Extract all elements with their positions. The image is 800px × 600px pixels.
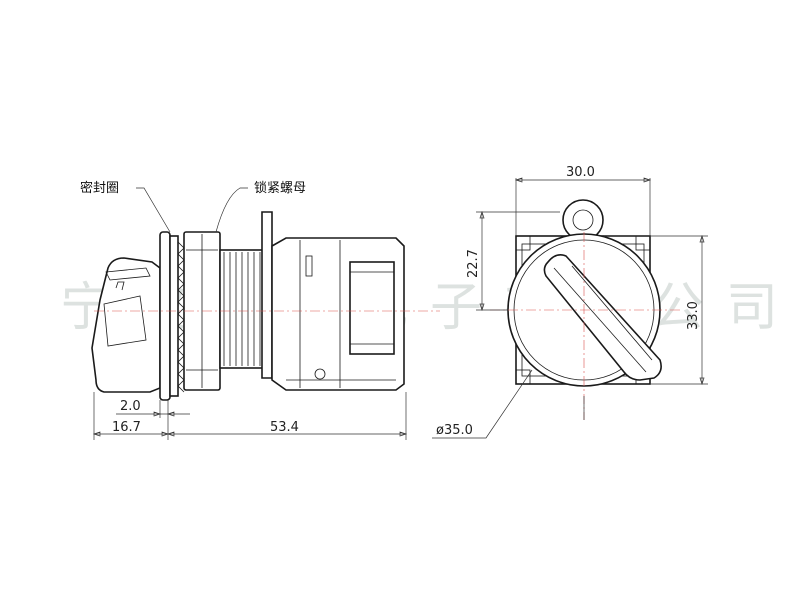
dim-height-small: 22.7 [466,249,481,278]
front-view [507,199,662,387]
dim-width: 30.0 [566,165,595,180]
side-view [91,211,405,401]
side-dimensions [92,392,408,440]
seal-ring-teeth [177,241,185,393]
label-seal-ring: 密封圈 [80,180,119,196]
dim-body-length: 53.4 [270,420,299,435]
dim-knob-length: 16.7 [112,420,141,435]
front-dimensions [432,177,708,439]
label-lock-nut: 锁紧螺母 [254,180,306,196]
threaded-stem [219,249,267,369]
leader-seal-ring [136,187,171,233]
dim-diameter: ø35.0 [436,423,473,438]
dim-height: 33.0 [686,301,701,330]
leader-lock-nut [215,187,248,233]
seal-ring [169,235,179,397]
dim-panel-gap: 2.0 [120,399,141,414]
mounting-bracket [261,211,273,379]
bezel-flange [159,231,171,401]
selector-lever [543,254,662,381]
thread-lines [223,252,261,366]
